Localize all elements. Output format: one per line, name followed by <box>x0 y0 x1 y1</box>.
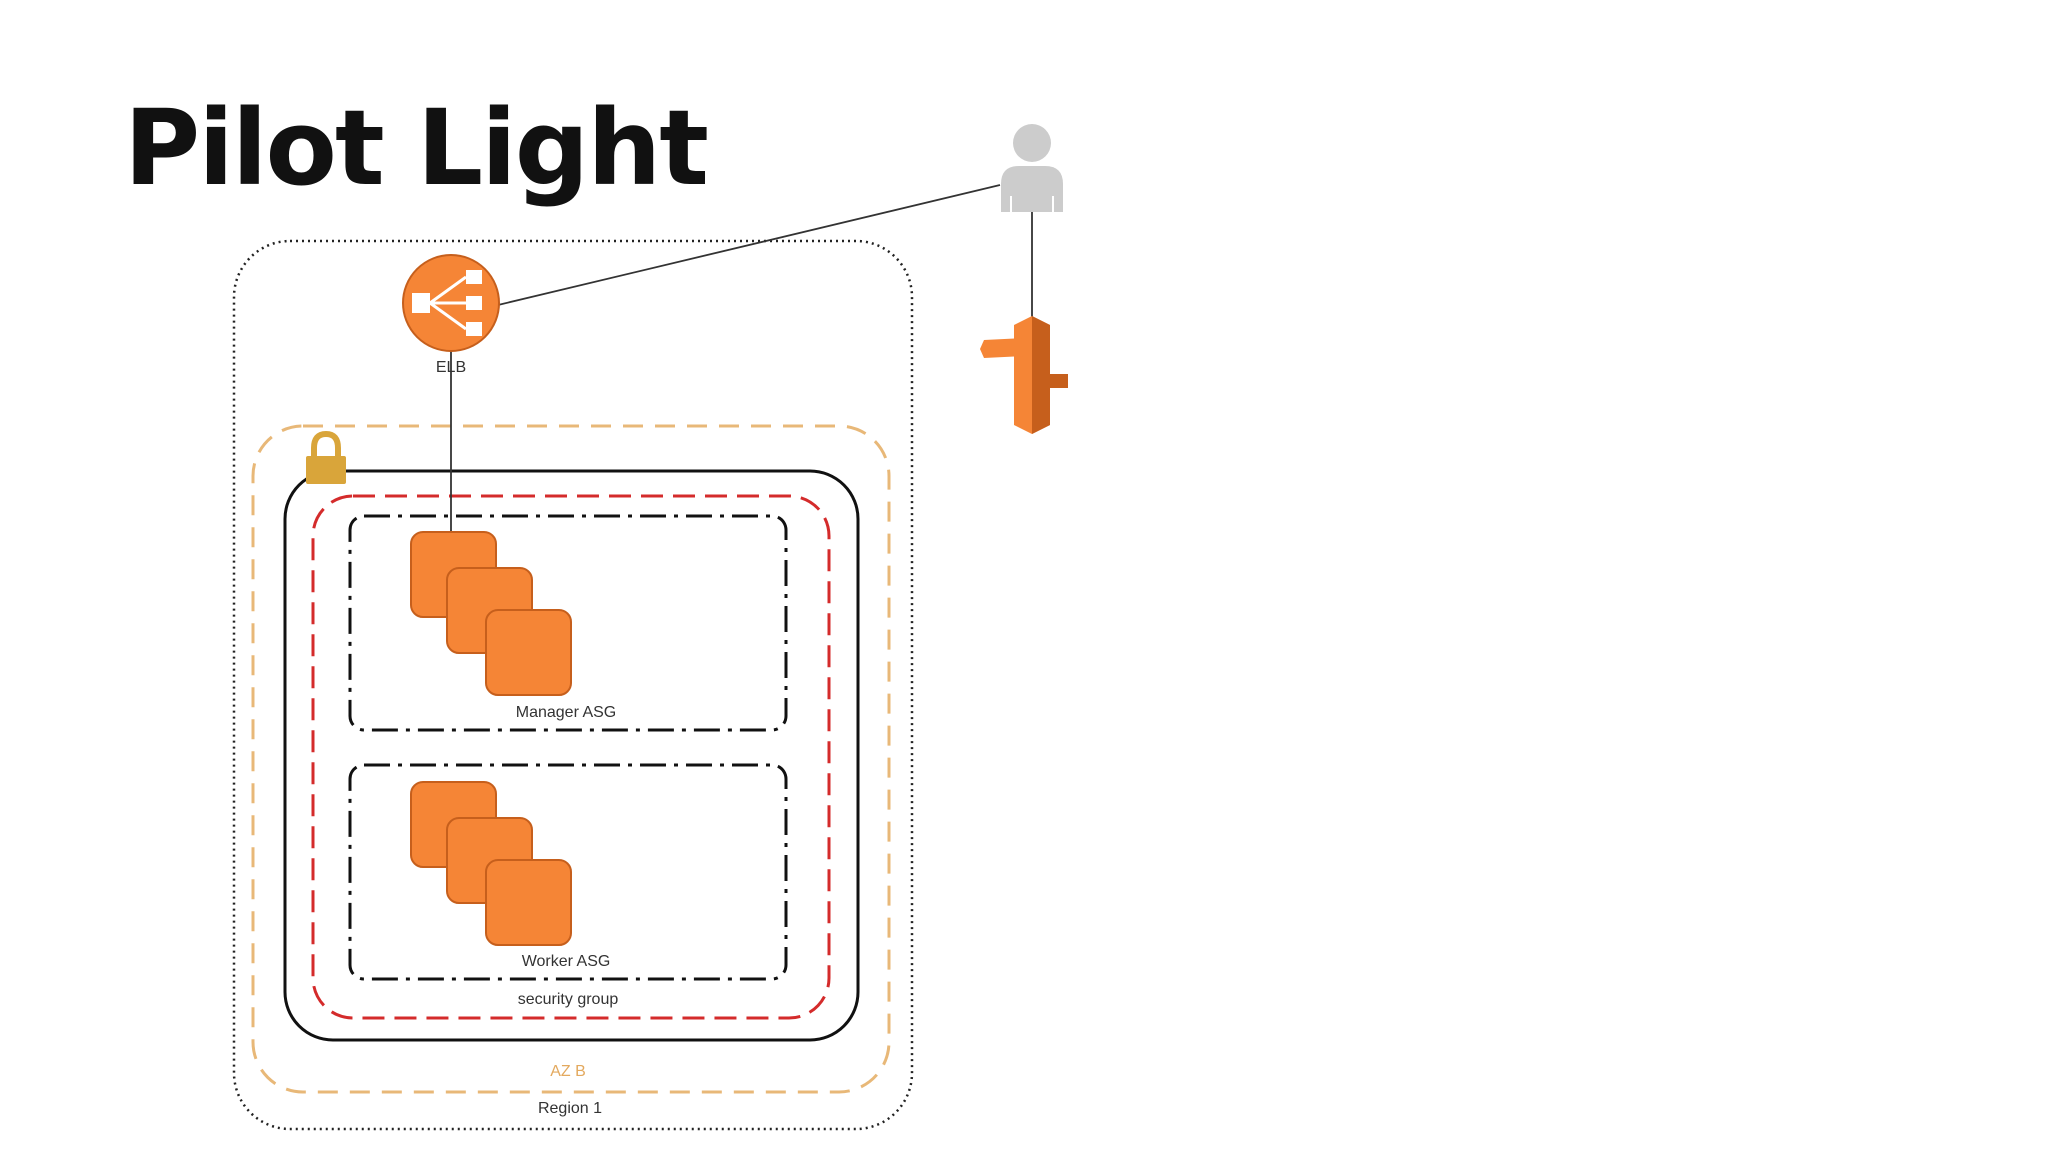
worker-instances-icon <box>410 781 572 946</box>
az-label: AZ B <box>550 1063 586 1080</box>
elb-label: ELB <box>436 359 466 376</box>
security-group-boundary <box>311 494 831 1020</box>
vpc-boundary <box>283 469 860 1042</box>
connector-user-to-elb <box>497 184 1001 306</box>
manager-instances-icon <box>410 531 572 696</box>
manager-asg-label: Manager ASG <box>516 704 617 721</box>
region-label: Region 1 <box>538 1100 602 1117</box>
route53-signpost-icon <box>980 316 1068 434</box>
worker-asg-boundary <box>348 763 788 981</box>
region-boundary <box>232 239 914 1131</box>
elastic-load-balancer-icon <box>402 254 500 352</box>
manager-asg-boundary <box>348 514 788 732</box>
lock-icon <box>306 430 346 484</box>
slide-title: Pilot Light <box>124 87 709 209</box>
security-group-label: security group <box>518 991 619 1008</box>
worker-asg-label: Worker ASG <box>522 953 611 970</box>
user-icon <box>1001 124 1063 212</box>
az-boundary <box>251 424 891 1094</box>
